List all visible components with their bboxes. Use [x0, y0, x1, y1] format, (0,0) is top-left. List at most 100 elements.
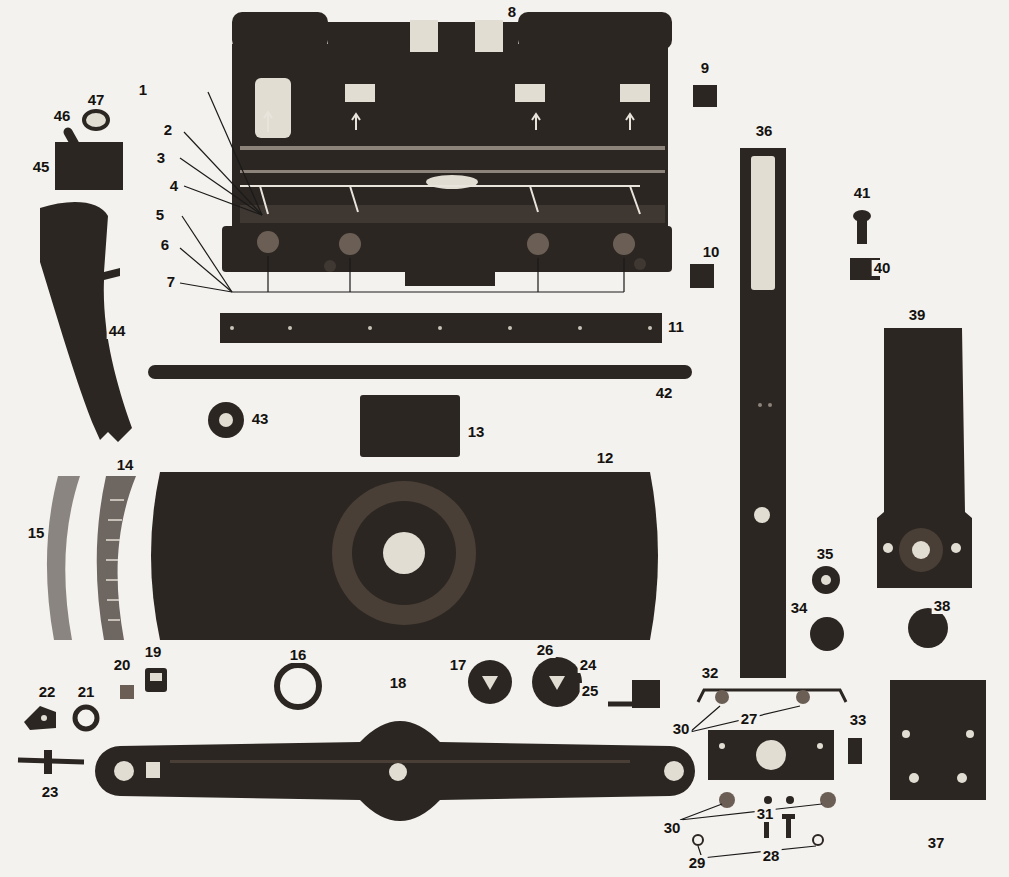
bracket-part	[634, 258, 646, 270]
plate-part	[578, 326, 582, 330]
callout-position: 31	[755, 806, 776, 822]
leader-line	[182, 216, 232, 292]
callout-position: 6	[159, 237, 171, 253]
callout-number: 30	[662, 820, 683, 836]
callout-number: 46	[52, 108, 73, 124]
cross-bar	[389, 763, 407, 781]
mount-part	[764, 796, 772, 804]
small-part	[277, 665, 319, 707]
cross-bar	[95, 721, 695, 821]
callout-position: 3	[155, 150, 167, 166]
plate-part	[648, 326, 652, 330]
bolt-part	[877, 328, 972, 588]
callout-position: 10	[701, 244, 722, 260]
callout-number: 39	[907, 307, 928, 323]
callout-number: 6	[159, 237, 171, 253]
callout-number: 16	[288, 647, 309, 663]
bracket-part	[620, 84, 650, 102]
callout-number: 7	[165, 274, 177, 290]
cross-bar	[114, 761, 134, 781]
callout-number: 12	[595, 450, 616, 466]
callout-position: 39	[907, 307, 928, 323]
knob-part	[909, 773, 919, 783]
leader-line	[184, 186, 262, 215]
callout-position: 12	[595, 450, 616, 466]
leader-line	[680, 804, 822, 820]
callout-number: 1	[137, 82, 149, 98]
mount-part	[756, 740, 786, 770]
plate-part	[438, 326, 442, 330]
small-part	[632, 680, 660, 708]
bolt-part	[912, 541, 930, 559]
callout-number: 14	[115, 457, 136, 473]
callout-number: 42	[654, 385, 675, 401]
callout-position: 41	[852, 185, 873, 201]
callout-number: 4	[168, 178, 180, 194]
callout-position: 35	[815, 546, 836, 562]
callout-position: 20	[112, 657, 133, 673]
plate-part	[368, 326, 372, 330]
base-plate	[352, 501, 456, 605]
arrow-marks	[532, 114, 540, 130]
callout-position: 45	[31, 159, 52, 175]
mount-part	[719, 743, 725, 749]
callout-position: 17	[448, 657, 469, 673]
slotted-bar	[768, 403, 772, 407]
callout-position: 11	[666, 319, 686, 335]
callout-position: 34	[789, 600, 810, 616]
callout-number: 27	[739, 711, 760, 727]
callout-number: 24	[578, 657, 599, 673]
bracket-part	[324, 260, 336, 272]
callout-number: 10	[701, 244, 722, 260]
callout-number: 33	[848, 712, 869, 728]
callout-number: 5	[154, 207, 166, 223]
knob-part	[966, 730, 974, 738]
plate-part	[288, 326, 292, 330]
small-part	[532, 657, 582, 707]
callout-number: 28	[761, 848, 782, 864]
callout-position: 25	[580, 683, 601, 699]
callout-position: 33	[848, 712, 869, 728]
callout-number: 22	[37, 684, 58, 700]
slotted-bar	[758, 403, 762, 407]
callout-position: 22	[37, 684, 58, 700]
callout-number: 41	[852, 185, 873, 201]
callout-position: 5	[154, 207, 166, 223]
bracket-part	[345, 84, 375, 102]
callout-position: 14	[115, 457, 136, 473]
callout-position: 13	[466, 424, 487, 440]
cross-bar	[664, 761, 684, 781]
plate-part	[148, 365, 692, 379]
arrow-marks	[260, 186, 640, 214]
leader-line	[180, 248, 232, 292]
callout-number: 47	[86, 92, 107, 108]
mount-part	[719, 792, 735, 808]
knob-part	[810, 617, 844, 651]
callout-number: 26	[535, 642, 556, 658]
bolt-part	[883, 543, 893, 553]
scale-part	[106, 500, 124, 620]
arrow-marks	[626, 114, 634, 130]
base-plate	[332, 481, 476, 625]
callout-position: 44	[107, 323, 128, 339]
mount-part	[848, 738, 862, 764]
callout-position: 43	[250, 411, 271, 427]
cross-bar	[146, 762, 160, 778]
callout-position: 27	[739, 711, 760, 727]
callout-number: 36	[754, 123, 775, 139]
callout-number: 44	[107, 323, 128, 339]
leader-line	[180, 283, 232, 292]
mount-part	[693, 835, 703, 845]
mount-part	[786, 796, 794, 804]
callout-position: 16	[288, 647, 309, 663]
bracket-part	[232, 44, 668, 234]
scale-part	[47, 476, 80, 640]
callout-number: 45	[31, 159, 52, 175]
callout-number: 43	[250, 411, 271, 427]
callout-position: 42	[654, 385, 675, 401]
callout-number: 8	[506, 4, 518, 20]
bracket-part	[405, 250, 495, 286]
small-part	[120, 685, 134, 699]
